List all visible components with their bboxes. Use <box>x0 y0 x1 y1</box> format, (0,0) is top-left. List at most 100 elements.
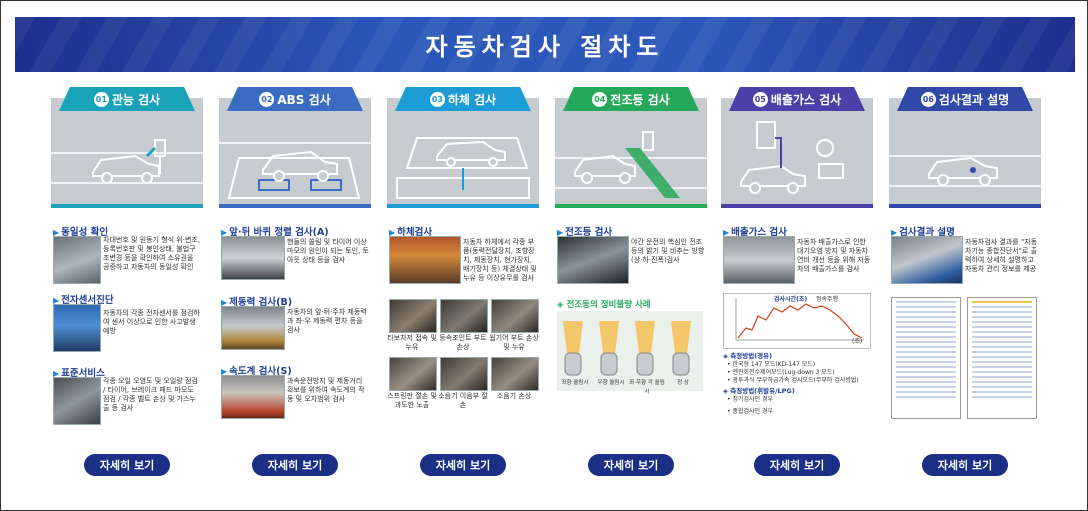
scene-illustration-sensory <box>51 98 203 204</box>
step-number: 02 <box>259 91 275 107</box>
section-desc: 자동차의 앞·뒤·주차 제동력과 좌·우 제동력 편차 등을 검사 <box>287 308 367 334</box>
step-number: 03 <box>429 91 445 107</box>
step-number: 06 <box>920 91 936 107</box>
headlight-beams-diagram <box>563 321 691 376</box>
photo-underbody <box>389 236 461 284</box>
report-document-1 <box>891 297 961 419</box>
method1-item: • 한국형 147 모드(KD-147 모드) <box>727 361 816 368</box>
section-desc: 자동차 배출가스로 인한 대기오염 방지 및 자동차 연비 개선 등을 위해 자… <box>797 238 871 273</box>
section-title-emission: ▶배출가스 검사 <box>723 227 787 238</box>
section-title-service: ▶표준서비스 <box>53 368 105 379</box>
detail-button[interactable]: 자세히 보기 <box>252 454 338 476</box>
color-stripe <box>889 204 1041 208</box>
graph-axis-unit: (초) <box>852 338 863 345</box>
step-title: 하체 검사 <box>447 92 497 107</box>
emission-graph: 검사시간(초) 정속주행 (초) <box>723 293 871 349</box>
scene-illustration-abs <box>219 98 371 204</box>
photo-wheel-alignment <box>221 236 285 280</box>
photo-engine-bay <box>53 236 101 284</box>
section-desc: 각종 오일 오염도 및 오일량 점검 / 타이어, 브레이크 패드 마모도 점검… <box>103 377 198 412</box>
method2-title: ◈ 측정방법(휘발유/LPG) <box>723 387 795 395</box>
step-title: 전조등 검사 <box>610 92 670 107</box>
lift-illustration <box>396 137 530 199</box>
scene-illustration-result <box>889 98 1041 204</box>
step-tab-2[interactable]: 02 ABS 검사 <box>227 87 363 111</box>
method2-item: • 정기검사인 경우 <box>727 396 774 403</box>
photo-defect-1 <box>389 299 437 333</box>
section-desc: 핸들의 쏠림 및 타이어 이상 마모의 원인이 되는 토인, 토아웃 상태 등을… <box>287 238 369 264</box>
scene-illustration-headlight <box>555 98 707 204</box>
section-desc: 자동차의 각종 전자센서를 점검하여 센서 이상으로 인한 사고발생 예방 <box>103 309 200 335</box>
color-stripe <box>721 204 873 208</box>
graph-label: 정속주행 <box>816 296 839 303</box>
photo-speed-roller <box>221 375 285 419</box>
photo-headlight <box>557 236 629 284</box>
photo-caption: 소음기 손상 <box>496 392 532 400</box>
step-column-6: 06 검사결과 설명 ▶검사결과 설명 자동차검사 결과를 "자동차기능 종합진… <box>889 87 1041 497</box>
step-tab-1[interactable]: 01 관능 검사 <box>59 87 195 111</box>
step-number: 01 <box>93 91 109 107</box>
section-title-sensor: ▶전자센서진단 <box>53 295 114 306</box>
car-inspection-illustration <box>51 139 203 184</box>
section-title-headlight: ▶전조등 검사 <box>557 227 613 238</box>
section-desc: 자동차검사 결과를 "자동차기능 종합진단서"로 출력하여 상세히 설명하고 자… <box>965 238 1038 273</box>
step-column-3: 03 하체 검사 ▶하체검사 자동차 하체에서 각종 부품(동력전달장치, 조향… <box>387 87 539 497</box>
scene-illustration-emission <box>721 98 873 204</box>
photo-caption: 웜기어 부트 손상 및 누유 <box>489 334 539 351</box>
case-caption: 우향 쏠림시 <box>597 380 625 386</box>
photo-defect-5 <box>440 357 488 391</box>
step-column-4: 04 전조등 검사 ▶전조등 검사 야간 운전의 핵심인 전조등의 밝기 및 비… <box>555 87 707 497</box>
detail-button[interactable]: 자세히 보기 <box>754 454 840 476</box>
photo-result-explanation <box>891 236 963 284</box>
photo-defect-4 <box>389 357 437 391</box>
detail-button[interactable]: 자세히 보기 <box>84 454 170 476</box>
photo-caption: 등속조인트 부트 손상 <box>439 334 487 351</box>
detail-button[interactable]: 자세히 보기 <box>922 454 1008 476</box>
step-number: 04 <box>592 91 608 107</box>
scene-illustration-underbody <box>387 98 539 204</box>
photo-caption: 타보차저 접속 및 누유 <box>387 334 437 351</box>
headlight-cases-panel: 좌향 쏠림시 우향 쏠림시 좌·우향 각 쏠림시 정 상 <box>557 311 703 395</box>
result-illustration <box>889 155 1041 187</box>
color-stripe <box>555 204 707 208</box>
step-number: 05 <box>752 91 768 107</box>
step-column-2: 02 ABS 검사 ▶앞·뒤 바퀴 정렬 검사(A) 핸들의 쏠림 및 타이어 … <box>219 87 371 497</box>
photo-defect-6 <box>491 357 539 391</box>
step-title: 관능 검사 <box>111 92 161 107</box>
graph-title: 검사시간(초) <box>774 296 808 303</box>
photo-caption: 스프링판 절손 및 과도한 노출 <box>387 392 437 409</box>
section-title-result: ▶검사결과 설명 <box>891 227 955 238</box>
section-desc: 차대번호 및 원동기 형식 위·변조, 등록번호판 및 봉인상태, 불법구조변경… <box>103 236 201 271</box>
section-desc: 야간 운전의 핵심인 전조등의 밝기 및 비추는 방향(상·하·진폭)검사 <box>631 238 705 264</box>
photo-defect-3 <box>491 299 539 333</box>
photo-caption: 소음기 이음부 절손 <box>438 392 488 409</box>
section-desc: 과속운전방지 및 제동거리 확보를 위하여 속도계의 작동 및 오차범위 검사 <box>287 377 365 403</box>
sub-title-defects: ◈ 전조등의 정비불량 사례 <box>557 300 651 310</box>
title-banner: 자동차검사 절차도 <box>15 17 1075 72</box>
case-caption: 좌향 쏠림시 <box>561 380 589 386</box>
step-tab-4[interactable]: 04 전조등 검사 <box>563 87 699 111</box>
section-title-speedometer: ▶속도계 검사(S) <box>221 366 292 377</box>
case-caption: 좌·우향 각 쏠림시 <box>629 380 665 395</box>
method1-title: ◈ 측정방법(경유) <box>723 352 773 360</box>
detail-button[interactable]: 자세히 보기 <box>588 454 674 476</box>
color-stripe <box>51 204 203 208</box>
step-tab-3[interactable]: 03 하체 검사 <box>395 87 531 111</box>
photo-diagnostic-screen <box>53 304 101 352</box>
section-title-identity: ▶동일성 확인 <box>53 227 109 238</box>
method1-item: • 엔진회전수제어모드(Lug-down 3 모드) <box>727 369 835 376</box>
section-title-alignment: ▶앞·뒤 바퀴 정렬 검사(A) <box>221 227 329 238</box>
method1-item: • 광투과식 무부하급가속 검사모드(무부하 검사방법) <box>727 377 859 384</box>
speed-curve-chart <box>735 298 864 341</box>
step-column-5: 05 배출가스 검사 ▶배출가스 검사 자동차 배출가스로 인한 대기오염 방지… <box>721 87 873 497</box>
photo-brake-roller <box>221 306 285 350</box>
step-title: 배출가스 검사 <box>770 92 842 107</box>
step-column-1: 01 관능 검사 ▶동일성 확인 차대번호 및 원동기 형식 위·변조, 등록번… <box>51 87 203 497</box>
photo-oil-check <box>53 377 101 425</box>
step-tab-6[interactable]: 06 검사결과 설명 <box>897 87 1033 111</box>
page-title: 자동차검사 절차도 <box>425 33 665 61</box>
detail-button[interactable]: 자세히 보기 <box>420 454 506 476</box>
step-tab-5[interactable]: 05 배출가스 검사 <box>729 87 865 111</box>
abs-test-illustration <box>219 142 371 199</box>
